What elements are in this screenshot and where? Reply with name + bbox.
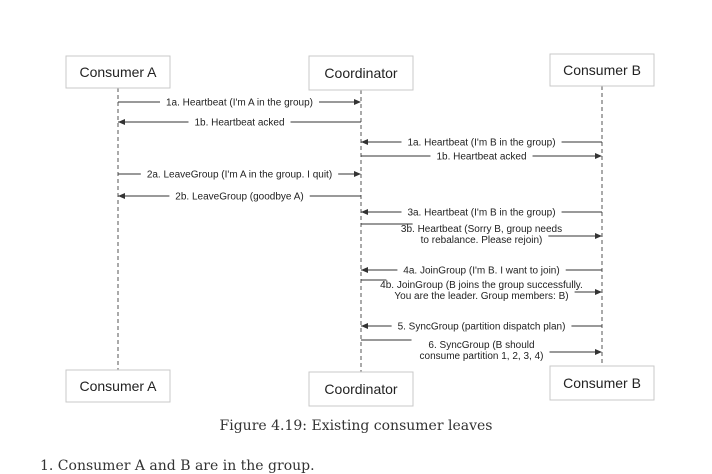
arrow-head: [595, 233, 602, 239]
arrow-head: [595, 289, 602, 295]
participant-a-bottom: Consumer A: [65, 369, 171, 403]
arrow-head: [595, 349, 602, 355]
message-label: You are the leader. Group members: B): [394, 291, 568, 302]
message-label: 6. SyncGroup (B should: [428, 340, 534, 351]
message-10: 4b. JoinGroup (B joins the group success…: [361, 279, 602, 302]
message-3: 1a. Heartbeat (I'm B in the group): [361, 138, 602, 149]
arrow-head: [118, 119, 125, 125]
message-9: 4a. JoinGroup (I'm B. I want to join): [361, 266, 602, 277]
message-11: 5. SyncGroup (partition dispatch plan): [361, 322, 602, 333]
participant-label: Coordinator: [324, 381, 397, 397]
message-5: 2a. LeaveGroup (I'm A in the group. I qu…: [118, 170, 361, 181]
message-label: 1a. Heartbeat (I'm B in the group): [407, 138, 555, 149]
participant-c-top: Coordinator: [308, 55, 414, 91]
participant-b-bottom: Consumer B: [549, 365, 655, 401]
message-label: to rebalance. Please rejoin): [421, 235, 543, 246]
arrow-head: [361, 139, 368, 145]
message-label: 3a. Heartbeat (I'm B in the group): [407, 208, 555, 219]
message-4: 1b. Heartbeat acked: [361, 152, 602, 163]
arrow-head: [354, 171, 361, 177]
message-label: 5. SyncGroup (partition dispatch plan): [398, 322, 566, 333]
message-label: 1b. Heartbeat acked: [436, 152, 526, 163]
following-text: 1. Consumer A and B are in the group.: [40, 458, 315, 474]
participant-b-top: Consumer B: [549, 53, 655, 87]
arrow-head: [354, 99, 361, 105]
message-1: 1a. Heartbeat (I'm A in the group): [118, 98, 361, 109]
participant-label: Coordinator: [324, 65, 397, 81]
message-label: 2a. LeaveGroup (I'm A in the group. I qu…: [147, 170, 332, 181]
message-label: 1a. Heartbeat (I'm A in the group): [166, 98, 313, 109]
arrow-head: [118, 193, 125, 199]
participant-label: Consumer B: [563, 375, 641, 391]
arrow-head: [361, 209, 368, 215]
message-label: 4a. JoinGroup (I'm B. I want to join): [403, 266, 559, 277]
message-2: 1b. Heartbeat acked: [118, 118, 361, 129]
message-label: 1b. Heartbeat acked: [194, 118, 284, 129]
participant-label: Consumer A: [79, 378, 157, 394]
participant-label: Consumer B: [563, 62, 641, 78]
arrow-head: [361, 267, 368, 273]
figure-caption: Figure 4.19: Existing consumer leaves: [219, 418, 493, 434]
participant-label: Consumer A: [79, 64, 157, 80]
message-label: consume partition 1, 2, 3, 4): [420, 351, 544, 362]
participant-c-bottom: Coordinator: [308, 371, 414, 407]
participant-a-top: Consumer A: [65, 55, 171, 89]
message-6: 2b. LeaveGroup (goodbye A): [118, 192, 361, 203]
message-label: 4b. JoinGroup (B joins the group success…: [380, 280, 583, 291]
arrow-head: [361, 323, 368, 329]
arrow-head: [595, 153, 602, 159]
message-label: 3b. Heartbeat (Sorry B, group needs: [401, 224, 562, 235]
message-7: 3a. Heartbeat (I'm B in the group): [361, 208, 602, 219]
message-label: 2b. LeaveGroup (goodbye A): [175, 192, 303, 203]
